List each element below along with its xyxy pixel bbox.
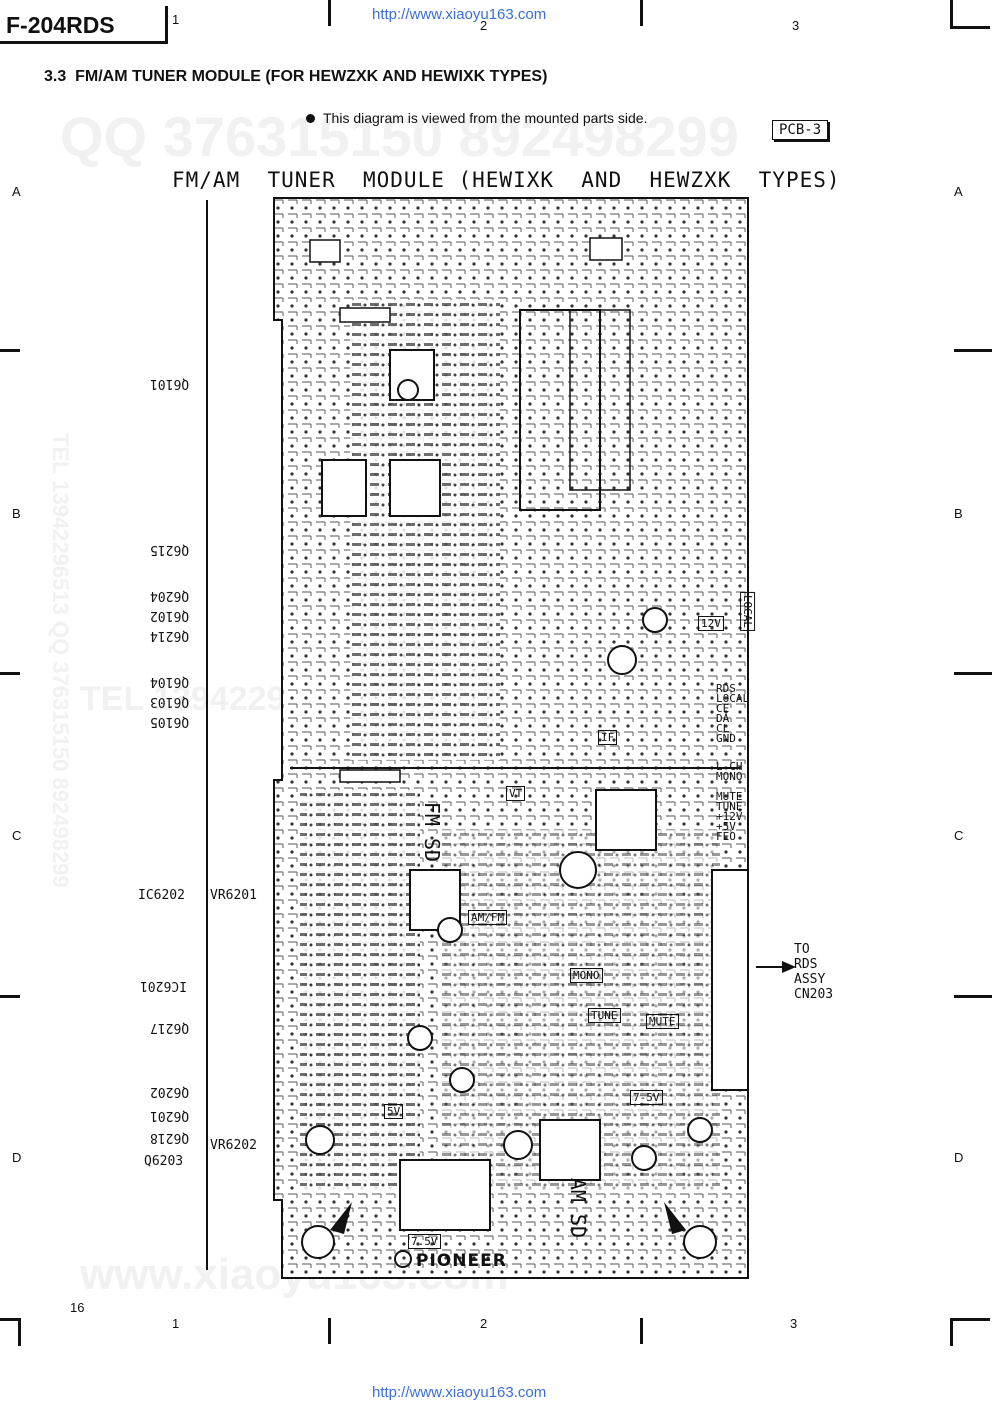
mark-vt: VT <box>506 786 526 801</box>
label-q6204: Q6204 <box>150 588 190 603</box>
top-corner-mark-h <box>950 26 990 29</box>
row-c-left: C <box>12 828 22 843</box>
mark-if: IF <box>598 730 618 745</box>
arrow-to-rds-icon <box>756 961 796 973</box>
mark-tune: TUNE <box>588 1008 621 1023</box>
pcb-tag: PCB-3 <box>772 120 829 140</box>
watermark-top: QQ 376315150 892498299 <box>60 105 739 168</box>
view-note: This diagram is viewed from the mounted … <box>306 110 647 126</box>
row-a-right: A <box>954 184 963 199</box>
label-q6201: Q6201 <box>150 1108 190 1123</box>
pin-mono: MONO <box>716 770 743 783</box>
pin-gnd: GND <box>716 732 736 745</box>
pioneer-brand-text: PIONEER <box>416 1251 507 1271</box>
bottom-tick-1 <box>328 1318 331 1344</box>
side-tick-right-3 <box>954 995 992 998</box>
mark-local: LOCAL <box>740 591 756 632</box>
mark-7-5v: 7.5V <box>408 1234 441 1249</box>
section-heading: 3.3 FM/AM TUNER MODULE (FOR HEWZXK AND H… <box>44 68 548 85</box>
mark-5v: 5V <box>384 1104 404 1119</box>
pin-ce: CE <box>716 702 730 715</box>
mark-mute: MUTE <box>646 1014 679 1029</box>
side-tick-left-1 <box>0 349 20 352</box>
row-d-right: D <box>954 1150 964 1165</box>
row-a-left: A <box>12 184 21 199</box>
label-ic6201: IC6201 <box>140 978 187 993</box>
watermark-vertical: TEL 13942296513 QQ 376315150 892498299 <box>48 433 73 888</box>
label-q6217: Q6217 <box>150 1020 190 1035</box>
label-q6101: Q6101 <box>150 376 190 391</box>
top-corner-mark <box>950 0 953 28</box>
label-q6105: Q6105 <box>150 714 190 729</box>
model-label: F-204RDS <box>0 6 168 44</box>
mark-12v: 12V <box>698 616 724 631</box>
pin-5v: +5V <box>716 820 736 833</box>
pin-12v: +12V <box>716 810 743 823</box>
source-url-top[interactable]: http://www.xiaoyu163.com <box>372 6 547 23</box>
mark-am-sd: AM SD <box>566 1177 591 1239</box>
bullet-icon <box>306 114 315 123</box>
label-q6202: Q6202 <box>150 1084 190 1099</box>
row-b-left: B <box>12 506 21 521</box>
pin-local: LOCAL <box>716 692 750 705</box>
page-number: 16 <box>70 1300 85 1315</box>
mark-mono: MONO <box>570 968 603 983</box>
pcb-board <box>273 197 749 1279</box>
pioneer-symbol-icon <box>394 1250 412 1268</box>
label-q6214: Q6214 <box>150 628 190 643</box>
bottom-corner-right-v <box>950 1318 953 1346</box>
pin-lch: L CH <box>716 760 743 773</box>
label-q6104: Q6104 <box>150 674 190 689</box>
view-note-text: This diagram is viewed from the mounted … <box>323 110 648 126</box>
column-3-top: 3 <box>792 18 800 33</box>
label-ic6202: IC6202 <box>138 888 185 903</box>
label-q6215: Q6215 <box>150 542 190 557</box>
bottom-corner-left-v <box>18 1318 21 1346</box>
pin-feo: FEO <box>716 830 736 843</box>
label-q6203: Q6203 <box>144 1154 184 1169</box>
top-tick-1 <box>328 0 331 26</box>
pin-mute: MUTE <box>716 790 743 803</box>
mark-7-5v-small: 7-5V <box>630 1090 663 1105</box>
mark-fm-sd: FM SD <box>420 801 445 863</box>
pioneer-logo: PIONEER <box>394 1250 507 1271</box>
column-3-bottom: 3 <box>790 1316 798 1331</box>
label-vr6201: VR6201 <box>210 888 257 903</box>
label-vr6202: VR6202 <box>210 1138 257 1153</box>
label-q6102: Q6102 <box>150 608 190 623</box>
destination-label: TO RDS ASSY CN203 <box>794 942 834 1002</box>
label-q6218: Q6218 <box>150 1130 190 1145</box>
label-q6103: Q6103 <box>150 694 190 709</box>
mark-am-fm: AM/FM <box>468 910 508 925</box>
pin-da: DA <box>716 712 730 725</box>
row-c-right: C <box>954 828 964 843</box>
source-url-bottom[interactable]: http://www.xiaoyu163.com <box>372 1384 547 1401</box>
bottom-tick-2 <box>640 1318 643 1344</box>
top-tick-2 <box>640 0 643 26</box>
pin-rds: RDS <box>716 682 736 695</box>
side-tick-right-1 <box>954 349 992 352</box>
row-b-right: B <box>954 506 963 521</box>
column-1-top: 1 <box>172 12 180 27</box>
pin-tune: TUNE <box>716 800 743 813</box>
bottom-corner-right-h <box>950 1318 990 1321</box>
column-1-bottom: 1 <box>172 1316 180 1331</box>
row-d-left: D <box>12 1150 22 1165</box>
bottom-corner-left-h <box>0 1318 20 1321</box>
diagram-title: FM/AM TUNER MODULE (HEWIXK AND HEWZXK TY… <box>172 168 841 192</box>
side-tick-right-2 <box>954 672 992 675</box>
column-2-top: 2 <box>480 18 488 33</box>
label-bracket-line <box>206 200 208 1270</box>
pin-cl: CL <box>716 722 730 735</box>
connector-pin-labels: RDS LOCAL CE DA CL GND L CH MONO MUTE TU… <box>716 682 750 843</box>
column-2-bottom: 2 <box>480 1316 488 1331</box>
side-tick-left-3 <box>0 995 20 998</box>
side-tick-left-2 <box>0 672 20 675</box>
